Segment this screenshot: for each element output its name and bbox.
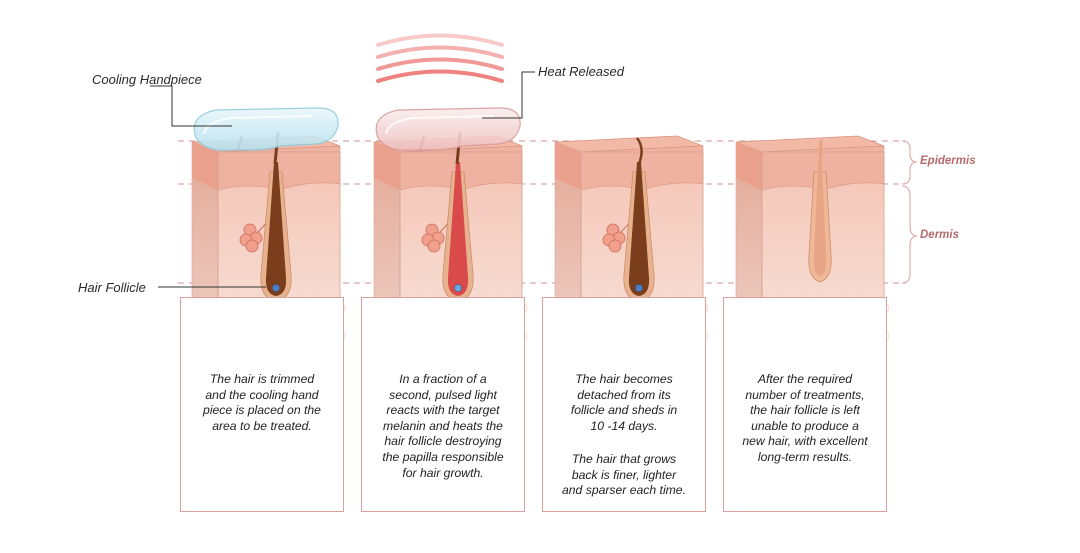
epidermis-bracket — [901, 140, 918, 185]
hair-follicle-label: Hair Follicle — [78, 280, 146, 295]
step-4-caption: After the required number of treatments,… — [742, 372, 868, 464]
step-2-caption: In a fraction of a second, pulsed light … — [382, 372, 504, 480]
leader-lines — [150, 71, 535, 288]
heat-released-label: Heat Released — [538, 64, 624, 79]
dermis-label: Dermis — [920, 229, 959, 241]
step-3-hair-follicle — [623, 137, 655, 303]
step-3-caption: The hair becomes detached from its folli… — [570, 372, 678, 433]
step-3-box — [542, 297, 706, 512]
cooling-handpiece-label: Cooling Handpiece — [92, 72, 202, 87]
heating-handpiece — [375, 107, 521, 151]
step-2-box — [361, 297, 525, 512]
step-3-sebaceous-gland — [602, 213, 637, 253]
cooling-handpiece — [193, 107, 339, 151]
step-1-sebaceous-gland — [239, 213, 274, 253]
dermis-bracket — [901, 185, 918, 284]
cooling-handpiece-leader — [150, 85, 232, 127]
heat-released-leader — [482, 71, 535, 119]
step-4-box — [723, 297, 887, 512]
heat-waves — [376, 33, 504, 83]
step-4-hair-follicle — [808, 139, 832, 283]
step-2-papilla — [454, 284, 462, 292]
step-1-caption: The hair is trimmed and the cooling hand… — [203, 372, 321, 433]
step-3-caption-secondary: The hair that grows back is finer, light… — [562, 452, 686, 498]
step-1-box — [180, 297, 344, 512]
step-1-papilla — [272, 284, 280, 292]
step-3-papilla — [635, 284, 643, 292]
epidermis-label: Epidermis — [920, 155, 976, 167]
layer-brackets — [901, 140, 918, 284]
